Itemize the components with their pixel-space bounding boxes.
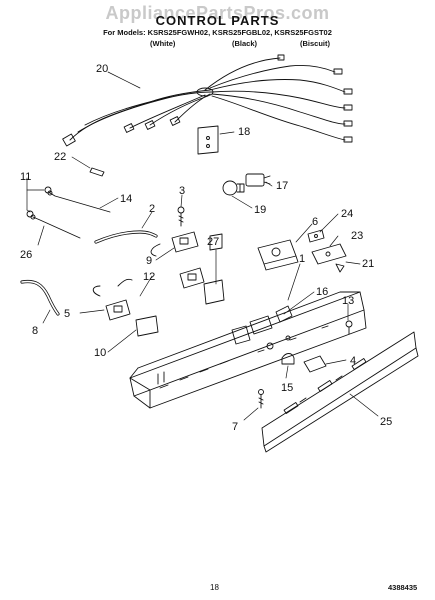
variant-biscuit: (Biscuit) <box>300 39 330 48</box>
callout-11: 11 <box>20 171 31 183</box>
callout-25: 25 <box>380 416 392 428</box>
callout-27: 27 <box>207 236 219 248</box>
callout-1: 1 <box>299 253 305 265</box>
label-parts <box>135 233 225 337</box>
leader-lines <box>26 71 379 421</box>
watermark: AppliancePartsPros.com <box>105 3 330 23</box>
variant-white: (White) <box>150 39 176 48</box>
callout-19: 19 <box>254 204 266 216</box>
lamp-parts <box>222 173 271 196</box>
screw-parts <box>177 206 353 409</box>
document-number: 4388435 <box>388 583 418 592</box>
clip-part <box>89 167 105 177</box>
callouts: 20 18 22 11 14 3 17 19 2 26 9 27 6 24 23… <box>20 63 392 433</box>
callout-6: 6 <box>312 216 318 228</box>
callout-12: 12 <box>143 271 155 283</box>
callout-15: 15 <box>281 382 293 394</box>
callout-23: 23 <box>351 230 363 242</box>
callout-13: 13 <box>342 295 354 307</box>
callout-14: 14 <box>120 193 132 205</box>
callout-7: 7 <box>232 421 238 433</box>
models-line: For Models: KSRS25FGWH02, KSRS25FGBL02, … <box>103 28 332 37</box>
callout-9: 9 <box>146 255 152 267</box>
callout-22: 22 <box>54 151 66 163</box>
callout-16: 16 <box>316 286 328 298</box>
variant-black: (Black) <box>232 39 258 48</box>
callout-3: 3 <box>179 185 185 197</box>
callout-8: 8 <box>32 325 38 337</box>
diagram-title: CONTROL PARTS <box>155 13 280 28</box>
wire-harness <box>62 54 353 147</box>
control-panel <box>261 331 419 453</box>
bracket-part <box>197 125 219 155</box>
callout-17: 17 <box>276 180 288 192</box>
callout-2: 2 <box>149 203 155 215</box>
callout-24: 24 <box>341 208 353 220</box>
callout-21: 21 <box>362 258 374 270</box>
callout-20: 20 <box>96 63 108 75</box>
tubing-parts <box>20 230 158 316</box>
callout-10: 10 <box>94 347 106 359</box>
callout-18: 18 <box>238 126 250 138</box>
sensor-parts <box>26 186 111 239</box>
callout-26: 26 <box>20 249 32 261</box>
page-number: 18 <box>210 583 219 592</box>
thermostat-parts <box>257 229 347 273</box>
callout-4: 4 <box>350 355 356 367</box>
control-housing <box>129 291 367 409</box>
switch-parts <box>92 231 205 321</box>
callout-5: 5 <box>64 308 70 320</box>
